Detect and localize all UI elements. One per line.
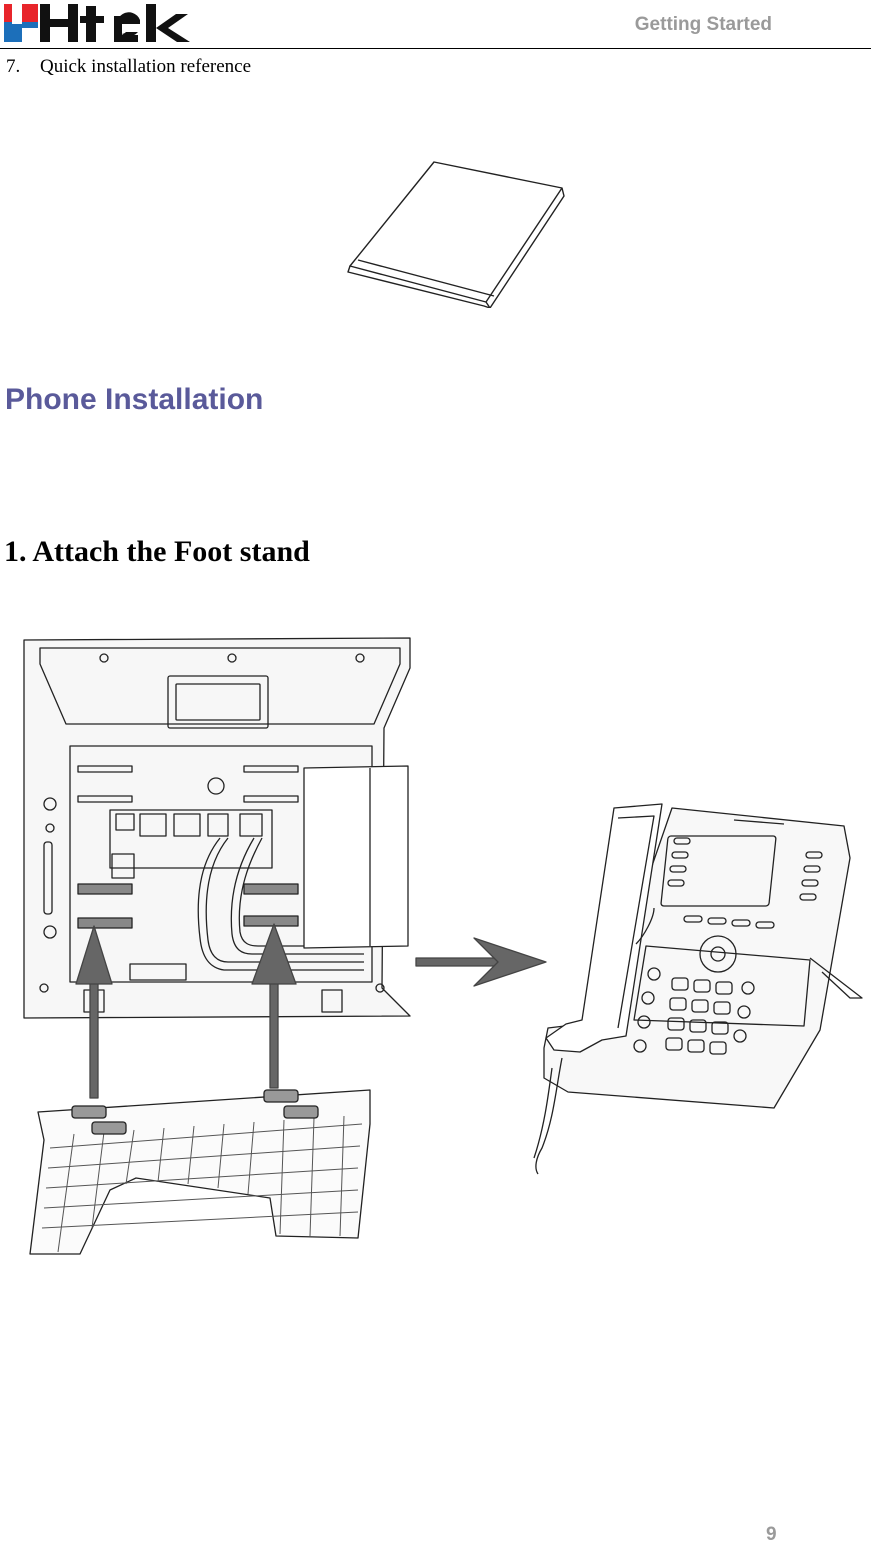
step-heading: 1. Attach the Foot stand bbox=[4, 535, 310, 568]
list-item-number: 7. bbox=[6, 56, 21, 77]
softkeys bbox=[667, 837, 823, 929]
header-section-title: Getting Started bbox=[634, 14, 772, 35]
keypad bbox=[633, 967, 755, 1055]
quick-reference-booklet-illustration bbox=[347, 161, 565, 308]
section-heading: Phone Installation bbox=[5, 383, 264, 416]
htek-logo bbox=[4, 4, 190, 42]
list-item-text: Quick installation reference bbox=[40, 56, 252, 77]
up-arrows bbox=[75, 923, 297, 1099]
header-divider bbox=[0, 48, 871, 49]
foot-stand bbox=[29, 1089, 371, 1255]
list-item: 7. Quick installation reference bbox=[6, 56, 251, 78]
page-number: 9 bbox=[766, 1524, 777, 1545]
assembled-phone bbox=[533, 803, 863, 1175]
right-arrow bbox=[415, 937, 547, 987]
phone-back-view bbox=[23, 637, 411, 1019]
foot-stand-installation-illustration bbox=[23, 637, 863, 1255]
